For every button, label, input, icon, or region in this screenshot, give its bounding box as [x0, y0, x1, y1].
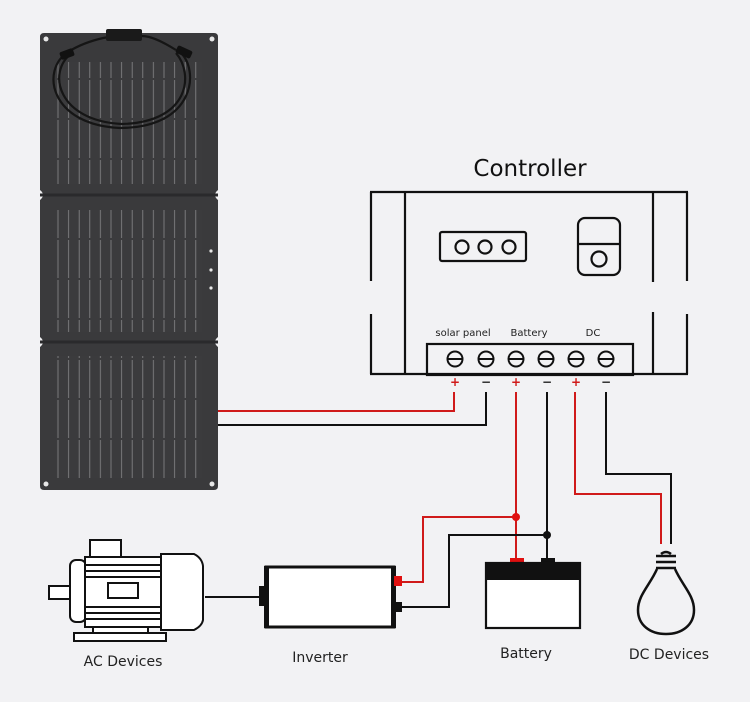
terminal-group-label-dc: DC	[585, 328, 601, 339]
solar-panel	[40, 29, 218, 490]
battery	[484, 558, 582, 630]
mc4-connector	[59, 48, 75, 60]
switch-button	[590, 250, 608, 268]
wire-solar-negative	[218, 392, 487, 426]
mount-hole	[209, 36, 215, 42]
inverter-positive-port	[394, 576, 402, 586]
mount-hole	[209, 268, 213, 272]
junction-dot-negative	[543, 531, 551, 539]
dc-devices-label: DC Devices	[628, 647, 710, 663]
motor-icon	[48, 539, 204, 642]
mount-hole	[43, 36, 49, 42]
indicator-light	[477, 239, 493, 255]
mount-hole	[209, 481, 215, 487]
polarity-solar-positive: +	[449, 375, 461, 389]
inverter-label: Inverter	[292, 650, 348, 666]
polarity-battery-positive: +	[510, 375, 522, 389]
terminal-group-label-battery: Battery	[510, 328, 548, 339]
terminal-screws	[446, 350, 615, 368]
wire-dc-negative	[605, 392, 672, 544]
ac-devices-label: AC Devices	[83, 654, 163, 670]
polarity-dc-positive: +	[570, 375, 582, 389]
controller	[369, 190, 689, 377]
polarity-battery-negative: −	[541, 375, 553, 389]
indicator-panel	[438, 230, 528, 263]
terminal-block	[425, 342, 635, 377]
mount-hole	[209, 249, 213, 253]
light-bulb-icon	[636, 550, 696, 636]
wires	[205, 392, 672, 608]
wire-inverter-positive	[402, 516, 516, 583]
terminal-group-label-solar-panel: solar panel	[435, 328, 491, 339]
mc4-connector	[175, 45, 193, 59]
inverter	[259, 565, 402, 629]
mount-hole	[209, 286, 213, 290]
battery-negative-terminal	[541, 558, 555, 564]
junction-box	[106, 29, 142, 41]
battery-label: Battery	[500, 646, 552, 662]
inverter-ac-port	[259, 586, 266, 606]
power-switch	[576, 216, 622, 277]
inverter-negative-port	[394, 602, 402, 612]
junction-dot-positive	[512, 513, 520, 521]
indicator-light	[454, 239, 470, 255]
mount-hole	[43, 481, 49, 487]
panel-cable	[52, 34, 192, 130]
solar-cells-section-2	[56, 210, 202, 332]
controller-title: Controller	[473, 156, 587, 182]
solar-cells-section-3	[56, 356, 202, 478]
wire-inverter-negative	[402, 534, 547, 608]
battery-positive-terminal	[510, 558, 524, 564]
indicator-light	[501, 239, 517, 255]
polarity-dc-negative: −	[600, 375, 612, 389]
wire-dc-positive	[574, 392, 662, 544]
polarity-solar-negative: −	[480, 375, 492, 389]
wire-solar-positive	[218, 392, 455, 412]
